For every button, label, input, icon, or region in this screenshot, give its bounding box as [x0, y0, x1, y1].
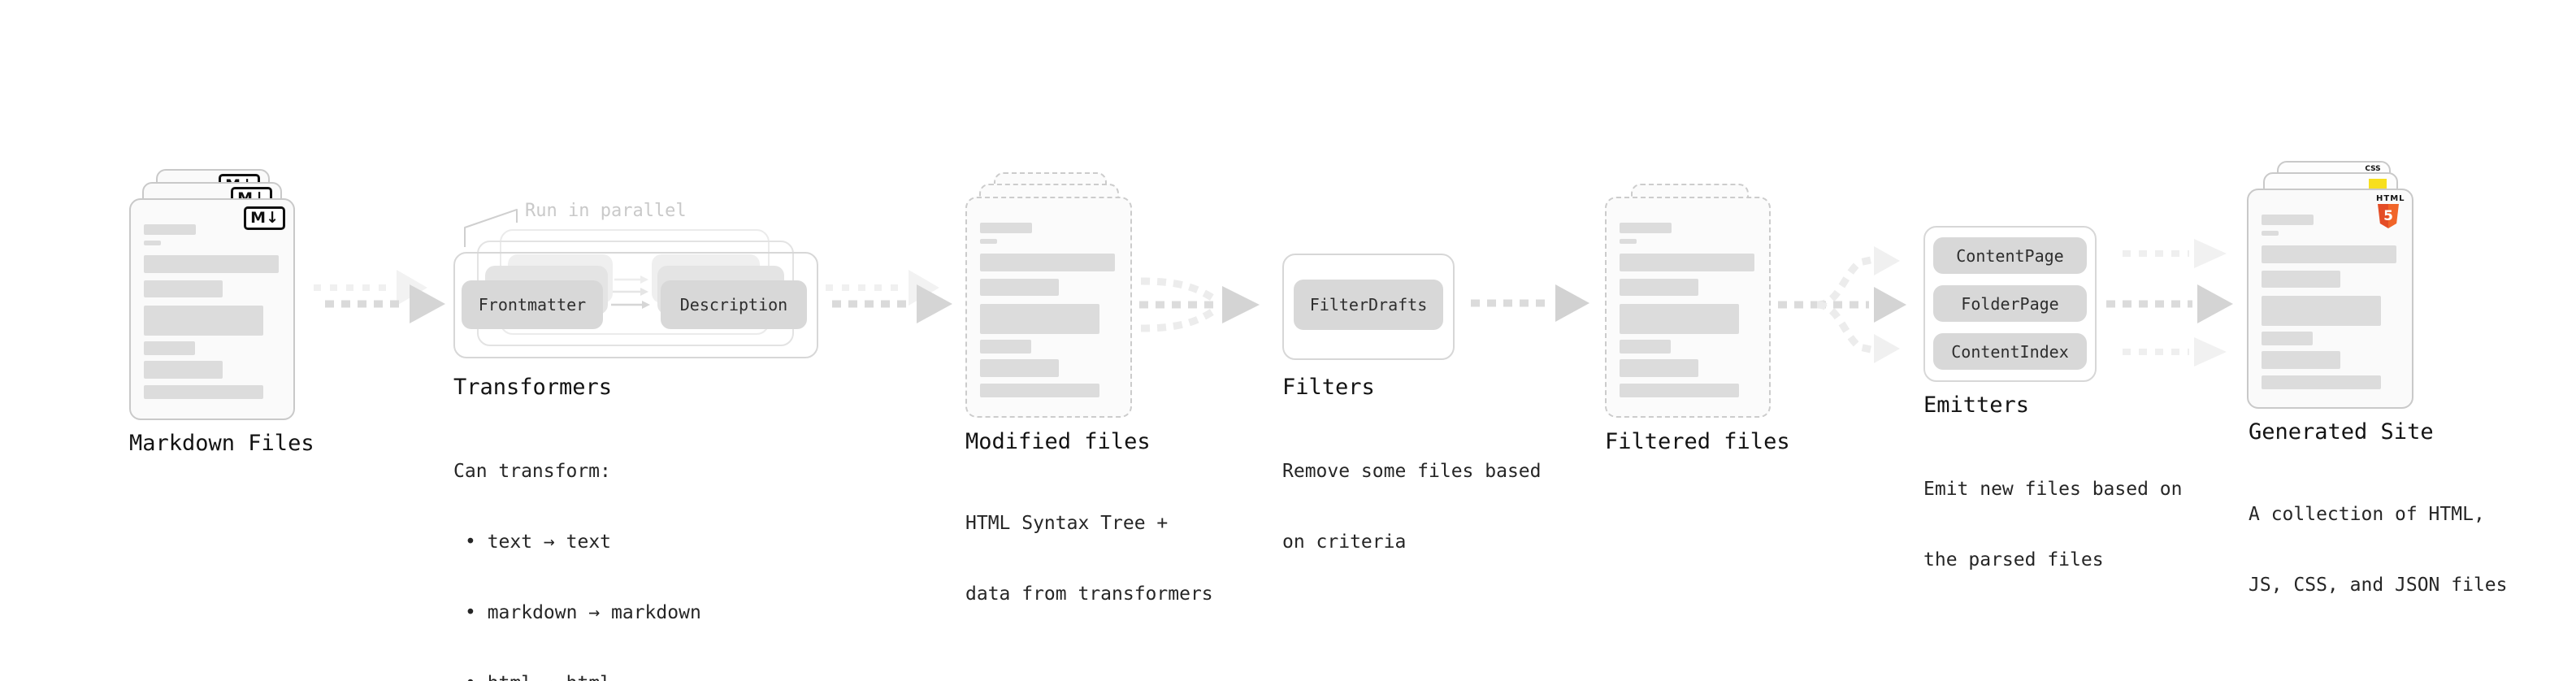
emitter-node-contentindex: ContentIndex [1933, 333, 2087, 370]
file-content-skeleton [980, 223, 1115, 397]
emitter-node-folderpage: FolderPage [1933, 285, 2087, 322]
filters-description: Remove some files based on criteria [1282, 413, 1542, 601]
generated-file-card-html: HTML 5 [2247, 189, 2413, 409]
desc-line: on criteria [1282, 531, 1407, 553]
emitter-node-contentpage: ContentPage [1933, 237, 2087, 274]
stage-label-transformers: Transformers [453, 375, 613, 400]
stage-label-generated-site: Generated Site [2249, 419, 2434, 445]
transformer-node-frontmatter: Frontmatter [462, 280, 603, 329]
file-content-skeleton [144, 224, 279, 399]
stage-label-filters: Filters [1282, 375, 1375, 400]
transformers-bullet: • markdown → markdown [465, 602, 701, 623]
transformers-frame-front [453, 252, 818, 358]
desc-line: JS, CSS, and JSON files [2249, 575, 2508, 596]
js-file-icon [2369, 179, 2387, 189]
desc-line: data from transformers [965, 583, 1213, 605]
emitters-description: Emit new files based on the parsed files [1923, 431, 2183, 619]
generated-site-description: A collection of HTML, JS, CSS, and JSON … [2249, 456, 2508, 644]
parallel-run-arrows [611, 275, 650, 309]
modified-file-card-front [965, 197, 1132, 418]
arrow-emitters-to-generated-mid [2106, 284, 2233, 323]
filtered-file-card-front [1605, 197, 1771, 418]
file-content-skeleton [2262, 215, 2396, 389]
desc-line: A collection of HTML, [2249, 504, 2485, 525]
arrow-emitters-to-generated-bottom [2123, 337, 2227, 367]
arrow-modified-to-filters [1139, 277, 1260, 332]
desc-line: Emit new files based on [1923, 479, 2183, 500]
modified-files-description: HTML Syntax Tree + data from transformer… [965, 465, 1213, 653]
run-in-parallel-annotation: Run in parallel [525, 201, 687, 221]
transformers-bullet: • html → html [453, 672, 701, 681]
arrow-filters-to-filtered [1471, 284, 1589, 322]
arrow-emitters-to-generated-top [2123, 239, 2227, 268]
markdown-icon: M↓ [244, 206, 285, 230]
arrow-filtered-to-emitters [1778, 246, 1906, 363]
markdown-file-card-front: M↓ [129, 198, 295, 420]
transformers-desc-title: Can transform: [453, 461, 611, 482]
stage-label-emitters: Emitters [1923, 393, 2030, 418]
desc-line: the parsed files [1923, 549, 2104, 570]
transformers-bullet: • text → text [465, 531, 612, 553]
transformer-node-description: Description [661, 280, 807, 329]
stage-label-filtered-files: Filtered files [1605, 429, 1790, 454]
html5-icon: HTML 5 [2376, 194, 2405, 228]
filter-node-filterdrafts: FilterDrafts [1294, 280, 1443, 330]
arrow-markdown-to-transformers [314, 270, 445, 323]
file-content-skeleton [1620, 223, 1754, 397]
desc-line: Remove some files based [1282, 461, 1542, 482]
transformers-description: Can transform: • text → text • markdown … [453, 413, 701, 681]
arrow-transformers-to-modified [826, 270, 952, 323]
stage-label-modified-files: Modified files [965, 429, 1151, 454]
desc-line: HTML Syntax Tree + [965, 513, 1169, 534]
annotation-leader-line [464, 209, 518, 247]
stage-label-markdown-files: Markdown Files [129, 431, 314, 456]
